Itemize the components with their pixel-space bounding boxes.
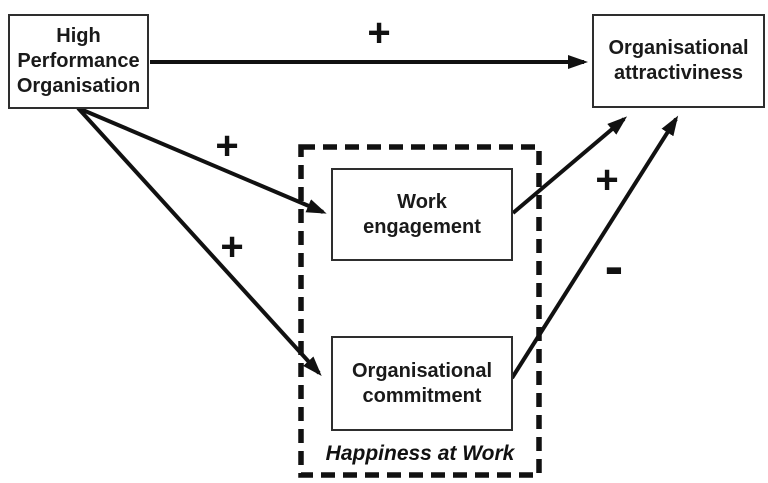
happiness-at-work-label: Happiness at Work <box>325 442 515 465</box>
node-label-organisational-attractiviness: Organisational attractiviness <box>608 37 749 84</box>
node-label-organisational-commitment: Organisational commitment <box>351 359 493 407</box>
happiness-container-border <box>298 144 542 478</box>
arrow-we-to-oa <box>511 116 628 215</box>
arrow-hpo-to-we <box>77 106 327 214</box>
node-organisational-commitment: Organisational commitment <box>331 336 513 431</box>
node-work-engagement: Work engagement <box>331 168 513 261</box>
node-label-high-performance-organisation: High Performance Organisation <box>16 25 141 97</box>
node-organisational-attractiviness: Organisational attractiviness <box>592 14 765 108</box>
edge-sign-hpo-we: + <box>215 124 239 168</box>
edge-sign-hpo-oa: + <box>367 11 391 55</box>
node-high-performance-organisation: High Performance Organisation <box>8 14 149 109</box>
edge-sign-oc-oa: - <box>604 234 624 297</box>
arrow-hpo-to-oc <box>76 106 322 376</box>
node-label-work-engagement: Work engagement <box>363 190 481 238</box>
edge-sign-hpo-oc: + <box>220 225 244 269</box>
edge-sign-we-oa: + <box>595 158 619 202</box>
arrow-oc-to-oa <box>510 115 679 380</box>
